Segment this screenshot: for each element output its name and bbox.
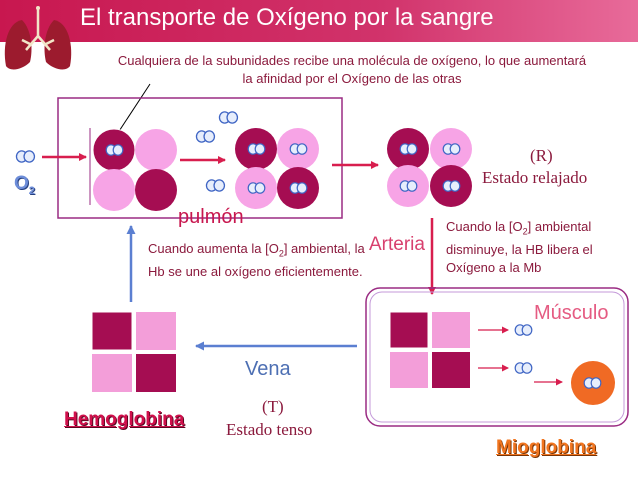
muscle-label: Músculo (534, 302, 609, 324)
oxygen-label: O2 (14, 173, 35, 197)
hemoglobin-tetramer-2 (235, 128, 319, 209)
relaxed-state-tag: (R) (530, 146, 553, 165)
oxygen-molecule-icon (247, 182, 266, 194)
oxygen-molecule-icon (15, 150, 36, 163)
hemoglobin-tetramer-1 (92, 128, 177, 211)
page-title: El transporte de Oxígeno por la sangre (80, 4, 494, 31)
muscle-frame-inner (369, 291, 625, 423)
lungs-icon (4, 6, 72, 70)
oxygen-molecule-icon (442, 180, 461, 192)
muscle-frame (365, 287, 629, 427)
tense-state-tag: (T) (262, 397, 284, 416)
title-bar (0, 0, 638, 42)
oxygen-molecule-icon (514, 362, 533, 374)
oxygen-molecule-icon (289, 143, 308, 155)
note-line-2: la afinidad por el Oxígeno de las otras (242, 71, 462, 86)
cooperativity-note: Cualquiera de la subunidades recibe una … (92, 52, 612, 88)
release-text-post: ] ambiental disminuye, la HB libera el O… (446, 219, 593, 275)
hemoglobin-tetramer-muscle (389, 311, 470, 388)
binding-text-pre: Cuando aumenta la [O (148, 241, 279, 256)
hemoglobin-label: Hemoglobina (64, 409, 185, 430)
lung-label: pulmón (178, 206, 244, 228)
oxygen-molecule-icon (105, 144, 124, 156)
oxygen-molecule-icon (195, 130, 216, 143)
release-text-pre: Cuando la [O (446, 219, 523, 234)
oxygen-molecule-icon (218, 111, 239, 124)
tense-state-label: Estado tenso (226, 420, 313, 439)
artery-label: Arteria (369, 234, 425, 255)
relaxed-state-label: Estado relajado (482, 168, 588, 187)
vein-label: Vena (245, 358, 291, 380)
release-text-sub: 2 (522, 226, 528, 237)
oxygen-molecule-icon (289, 182, 308, 194)
hemoglobin-tetramer-3 (387, 128, 472, 207)
oxygen-molecule-icon (247, 143, 266, 155)
oxygen-molecule-icon (583, 377, 602, 389)
binding-text-sub: 2 (278, 248, 284, 259)
release-explanation: Cuando la [O2] ambiental disminuye, la H… (446, 218, 626, 277)
myoglobin-label: Mioglobina (496, 437, 597, 458)
oxygen-label-sub: 2 (28, 184, 35, 197)
oxygen-molecule-icon (442, 143, 461, 155)
binding-text-post: ] ambiental, la Hb se une al oxígeno efi… (148, 241, 365, 279)
oxygen-molecule-icon (514, 324, 533, 336)
oxygen-molecule-icon (399, 180, 418, 192)
oxygen-molecule-icon (399, 143, 418, 155)
note-line-1: Cualquiera de la subunidades recibe una … (117, 53, 587, 68)
binding-explanation: Cuando aumenta la [O2] ambiental, la Hb … (148, 240, 368, 281)
oxygen-molecule-icon (205, 179, 226, 192)
oxygen-label-main: O (14, 173, 29, 194)
hemoglobin-tetramer-tense (91, 311, 176, 392)
